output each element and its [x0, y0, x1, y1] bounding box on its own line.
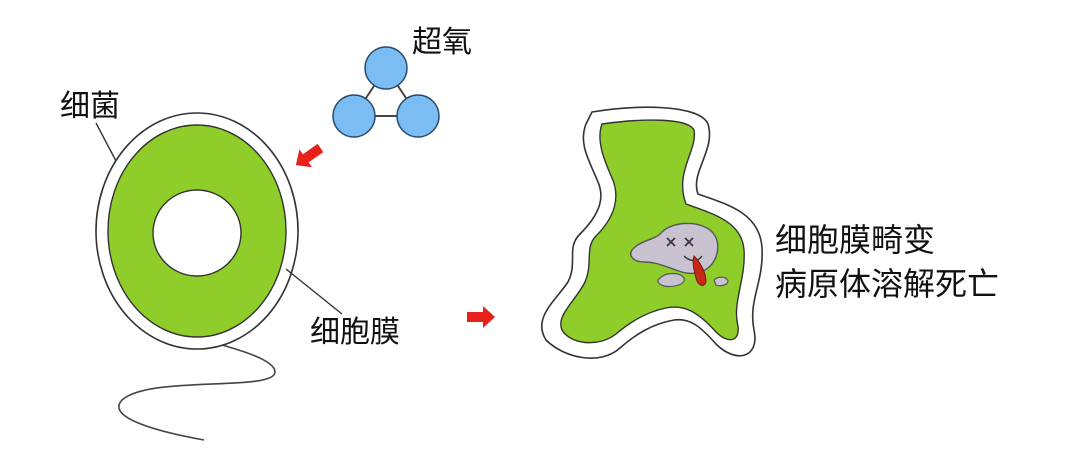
- nucleoid-region: [152, 189, 242, 277]
- damaged-cell: [540, 106, 763, 359]
- dead-eyes-icon: [666, 237, 694, 247]
- red-arrow-icon: [467, 306, 495, 328]
- bacterium: [95, 112, 343, 441]
- result-caption: 细胞膜畸变 病原体溶解死亡: [775, 218, 999, 306]
- oxygen-atom: [364, 46, 408, 90]
- red-arrow-icon: [295, 143, 324, 168]
- attack-arrow: [295, 143, 324, 168]
- bacterium-label: 细菌: [60, 89, 120, 124]
- result-caption-line2: 病原体溶解死亡: [775, 265, 1000, 303]
- membrane-leader-line: [285, 268, 343, 315]
- flagellum: [118, 342, 276, 441]
- superoxide-molecule: [332, 46, 440, 138]
- debris-fragment: [657, 272, 685, 288]
- debris-fragment: [713, 276, 729, 287]
- distorted-cytoplasm: [560, 119, 745, 344]
- result-caption-line1: 细胞膜畸变: [775, 221, 936, 259]
- tongue: [692, 255, 707, 286]
- cell-membrane-label: 细胞膜: [310, 315, 400, 350]
- bacterium-leader-line: [95, 122, 117, 162]
- result-arrow: [467, 306, 495, 328]
- oxygen-atom: [396, 94, 440, 138]
- superoxide-label: 超氧: [412, 25, 472, 60]
- oxygen-atom: [332, 94, 376, 138]
